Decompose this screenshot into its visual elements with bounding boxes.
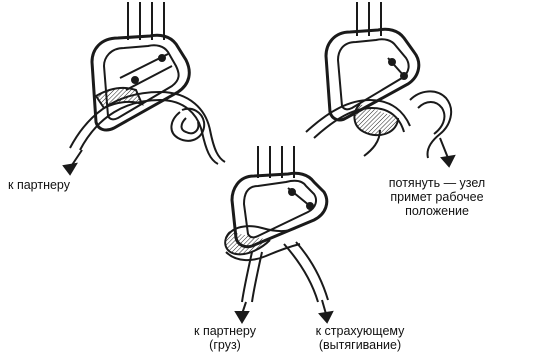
pull-note-line-2: примет рабочее (362, 190, 512, 204)
label-pull-knot-note: потянуть — узел примет рабочее положение (362, 176, 512, 218)
to-belayer-line-1: к страхующему (300, 324, 420, 338)
to-partner-line-2: (груз) (180, 338, 270, 352)
rope-3 (225, 226, 328, 302)
to-belayer-line-2: (вытягивание) (300, 338, 420, 352)
label-to-partner-top: к партнеру (8, 178, 70, 192)
to-partner-line-1: к партнеру (180, 324, 270, 338)
figure-1-carabiner-setup (64, 2, 225, 174)
figure-2-carabiner-setup (306, 2, 454, 166)
carabiner-1 (92, 35, 189, 130)
arrow-to-partner-bottom (236, 302, 248, 322)
label-to-partner-load: к партнеру (груз) (180, 324, 270, 352)
arrow-to-partner-top (64, 150, 82, 174)
pull-note-line-3: положение (362, 204, 512, 218)
carabiner-2 (326, 29, 419, 120)
arrow-to-belayer (320, 300, 332, 322)
pull-note-line-1: потянуть — узел (362, 176, 512, 190)
figure-3-carabiner-setup (225, 146, 332, 322)
arrow-pull-knot (440, 138, 454, 166)
label-to-belayer: к страхующему (вытягивание) (300, 324, 420, 352)
